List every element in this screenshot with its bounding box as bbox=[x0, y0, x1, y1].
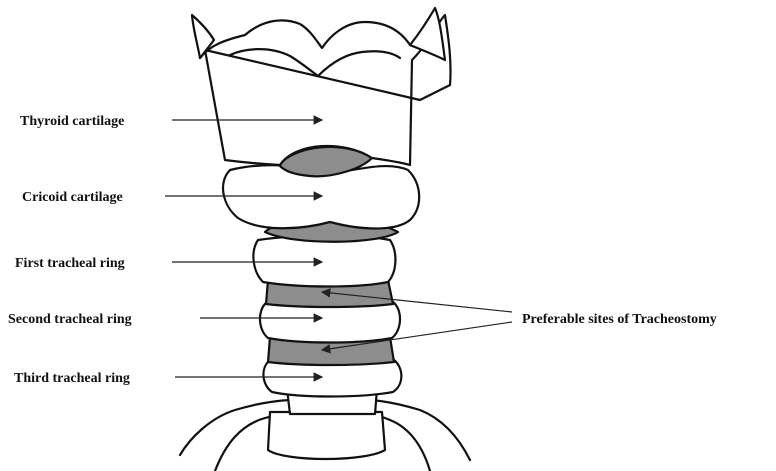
manubrium bbox=[268, 412, 385, 459]
right-superior-horn bbox=[410, 8, 445, 60]
first-tracheal-ring bbox=[253, 236, 395, 287]
second-tracheal-ring-label: Second tracheal ring bbox=[8, 312, 132, 327]
third-tracheal-ring-label: Third tracheal ring bbox=[14, 371, 130, 386]
preferable-sites-label: Preferable sites of Tracheostomy bbox=[522, 312, 717, 327]
thyroid-cartilage bbox=[205, 15, 451, 165]
first-tracheal-ring-label: First tracheal ring bbox=[15, 256, 125, 271]
thyroid-cartilage-label: Thyroid cartilage bbox=[20, 114, 124, 129]
cricoid-cartilage-label: Cricoid cartilage bbox=[22, 190, 123, 205]
